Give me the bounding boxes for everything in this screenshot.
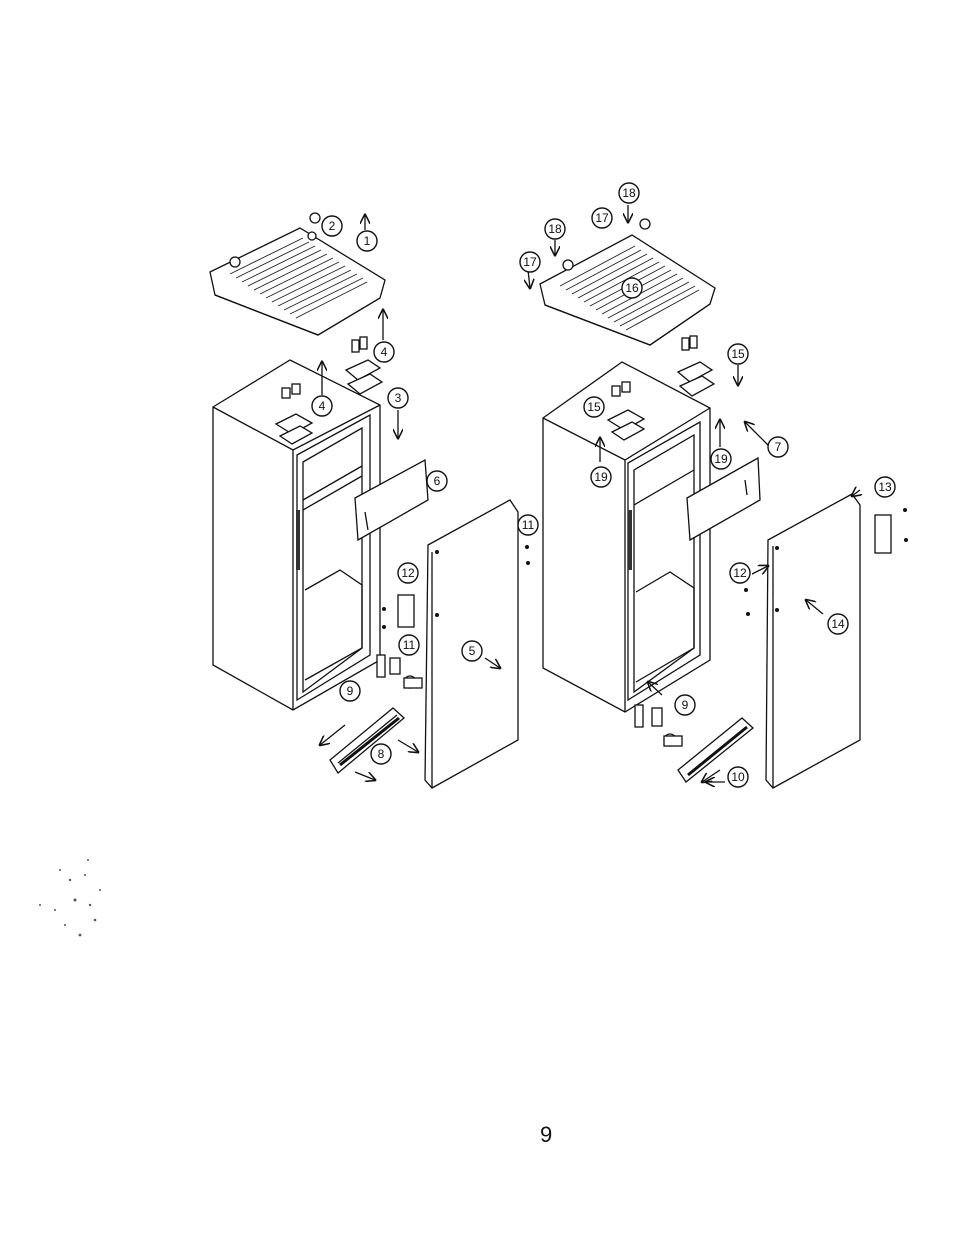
- svg-text:19: 19: [594, 470, 608, 484]
- svg-text:2: 2: [329, 219, 336, 233]
- callout-left-3: 3: [387, 387, 409, 409]
- callout-right-19b: 19: [590, 466, 612, 488]
- svg-text:15: 15: [731, 347, 745, 361]
- svg-text:4: 4: [381, 345, 388, 359]
- callout-right-12: 12: [729, 562, 751, 584]
- callout-left-4a: 4: [373, 341, 395, 363]
- kick-plate-right: [677, 717, 754, 783]
- bottom-hinge-right: [634, 704, 683, 747]
- upper-hinge-right: [676, 335, 716, 397]
- svg-text:15: 15: [587, 400, 601, 414]
- callout-left-9: 9: [339, 680, 361, 702]
- callout-left-4b: 4: [311, 395, 333, 417]
- callout-right-16: 16: [621, 277, 643, 299]
- svg-text:14: 14: [831, 617, 845, 631]
- callout-left-8: 8: [370, 743, 392, 765]
- callout-right-17b: 17: [519, 251, 541, 273]
- top-cover-left: [209, 212, 386, 336]
- callout-right-19a: 19: [710, 448, 732, 470]
- svg-text:4: 4: [319, 399, 326, 413]
- svg-text:18: 18: [548, 222, 562, 236]
- callout-left-1: 1: [356, 230, 378, 252]
- svg-text:8: 8: [378, 747, 385, 761]
- callout-right-13: 13: [874, 476, 896, 498]
- svg-text:12: 12: [401, 566, 415, 580]
- callout-left-2: 2: [321, 215, 343, 237]
- svg-text:13: 13: [878, 480, 892, 494]
- svg-text:17: 17: [523, 255, 537, 269]
- callout-left-5: 5: [461, 640, 483, 662]
- callout-right-17a: 17: [591, 207, 613, 229]
- callout-right-14: 14: [827, 613, 849, 635]
- freezer-door-right: [686, 456, 761, 542]
- cabinet-body-left: [212, 336, 384, 711]
- callout-left-12: 12: [397, 562, 419, 584]
- svg-text:9: 9: [682, 698, 689, 712]
- callout-right-18b: 18: [544, 218, 566, 240]
- scan-noise: [39, 859, 101, 937]
- cabinet-body-right: [542, 335, 716, 713]
- callout-right-15a: 15: [727, 343, 749, 365]
- top-hinge-right: [606, 381, 646, 441]
- svg-text:11: 11: [522, 518, 535, 532]
- callout-left-6: 6: [426, 470, 448, 492]
- top-hinge-left: [274, 383, 314, 445]
- bottom-hinge-left: [376, 654, 423, 689]
- callout-left-11a: 11: [517, 514, 539, 536]
- callout-right-18a: 18: [618, 182, 640, 204]
- door-handle-right: [874, 514, 892, 554]
- page-number: 9: [540, 1122, 553, 1147]
- svg-text:17: 17: [595, 211, 609, 225]
- svg-text:12: 12: [733, 566, 747, 580]
- right-assembly: [528, 205, 908, 789]
- svg-text:3: 3: [395, 391, 402, 405]
- svg-text:1: 1: [364, 234, 371, 248]
- callout-right-15b: 15: [583, 396, 605, 418]
- callout-right-7: 7: [767, 436, 789, 458]
- svg-text:5: 5: [469, 644, 476, 658]
- door-handle-left: [397, 594, 415, 628]
- svg-text:18: 18: [622, 186, 636, 200]
- screws-left: [382, 545, 530, 629]
- svg-text:11: 11: [403, 638, 416, 652]
- kick-plate-left: [329, 707, 405, 774]
- callout-right-10: 10: [727, 766, 749, 788]
- svg-text:9: 9: [347, 684, 354, 698]
- svg-text:19: 19: [714, 452, 728, 466]
- screws-right: [744, 508, 908, 616]
- svg-text:10: 10: [731, 770, 745, 784]
- freezer-door-left: [354, 458, 429, 542]
- main-door-right: [765, 493, 861, 789]
- upper-hinge-left: [344, 336, 384, 395]
- left-assembly: [209, 212, 530, 789]
- svg-text:6: 6: [434, 474, 441, 488]
- svg-text:16: 16: [625, 281, 639, 295]
- callout-right-9: 9: [674, 694, 696, 716]
- callout-left-11b: 11: [398, 634, 420, 656]
- svg-text:7: 7: [775, 440, 782, 454]
